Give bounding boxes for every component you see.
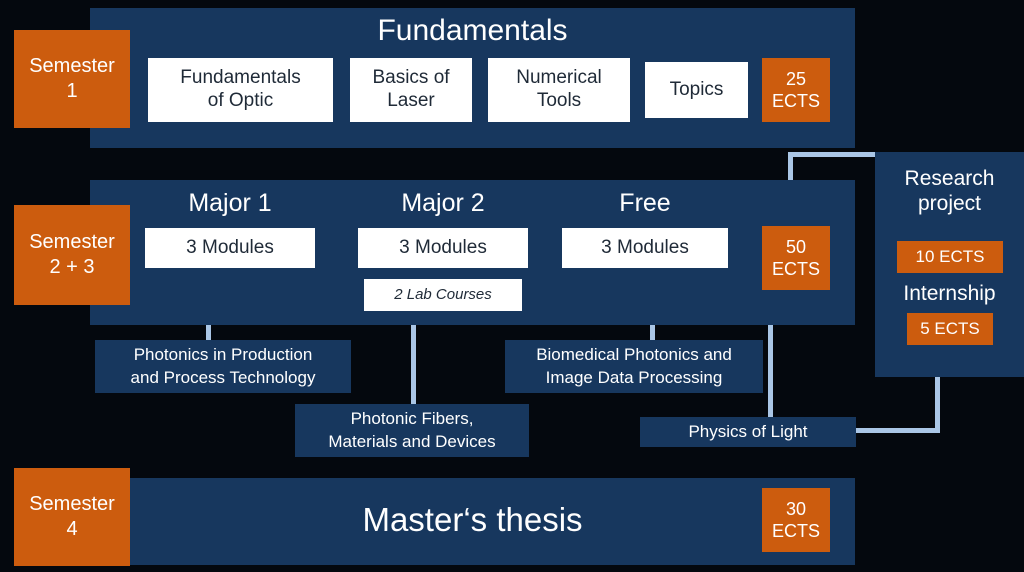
thesis-title: Master‘s thesis — [362, 501, 583, 538]
modules-box-major-1: 3 Modules — [145, 228, 315, 268]
track-box-photonic-fibers: Photonic Fibers, Materials and Devices — [295, 404, 529, 457]
semester-2-3-badge: Semester 2 + 3 — [14, 205, 130, 305]
track-box-photonics-production: Photonics in Production and Process Tech… — [95, 340, 351, 393]
modules-box-free: 3 Modules — [562, 228, 728, 268]
thesis-panel — [90, 478, 855, 565]
connector-track-photonics-production — [206, 322, 211, 344]
ects-badge-5: 5 ECTS — [907, 313, 993, 345]
course-box-topics: Topics — [645, 62, 748, 118]
ects-badge-10: 10 ECTS — [897, 241, 1003, 273]
lab-courses-box: 2 Lab Courses — [364, 279, 522, 311]
connector-research-top-horizontal — [788, 152, 880, 157]
connector-research-bottom-horizontal — [852, 428, 940, 433]
semester-1-badge: Semester 1 — [14, 30, 130, 128]
ects-badge-30: 30 ECTS — [762, 488, 830, 552]
connector-track-biomedical — [650, 322, 655, 344]
course-box-basics-of-laser: Basics of Laser — [350, 58, 472, 122]
connector-track-photonic-fibers — [411, 322, 416, 409]
fundamentals-title: Fundamentals — [377, 14, 568, 47]
semester-4-badge: Semester 4 — [14, 468, 130, 566]
connector-research-top-vertical — [788, 152, 793, 184]
connector-track-physics-of-light — [768, 322, 773, 421]
ects-badge-25: 25 ECTS — [762, 58, 830, 122]
modules-box-major-2: 3 Modules — [358, 228, 528, 268]
internship-title: Internship — [903, 282, 996, 305]
free-title: Free — [619, 189, 671, 217]
course-box-numerical-tools: Numerical Tools — [488, 58, 630, 122]
connector-research-bottom-vertical — [935, 375, 940, 433]
major-2-title: Major 2 — [401, 189, 485, 217]
major-1-title: Major 1 — [188, 189, 272, 217]
track-box-physics-of-light: Physics of Light — [640, 417, 856, 447]
ects-badge-50: 50 ECTS — [762, 226, 830, 290]
track-box-biomedical-photonics: Biomedical Photonics and Image Data Proc… — [505, 340, 763, 393]
course-box-fundamentals-of-optic: Fundamentals of Optic — [148, 58, 333, 122]
research-project-title: Research project — [904, 167, 995, 216]
